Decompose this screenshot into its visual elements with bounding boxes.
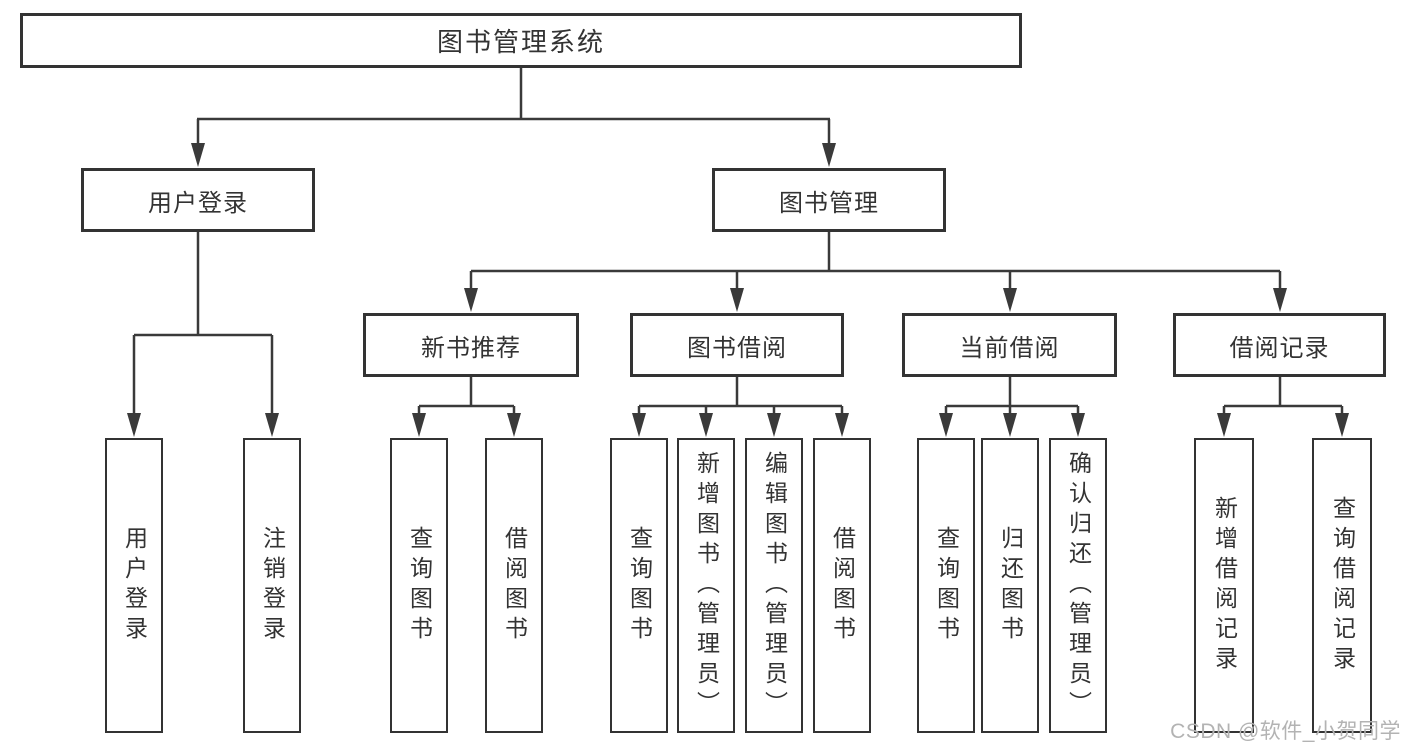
- node-label: 查询图书: [406, 525, 433, 646]
- node-root-library-system: 图书管理系统: [20, 13, 1022, 68]
- node-book-management: 图书管理: [712, 168, 946, 232]
- node-label: 新书推荐: [421, 334, 521, 362]
- node-new-book-recommend: 新书推荐: [363, 313, 579, 377]
- node-label: 图书借阅: [687, 334, 787, 362]
- node-label: 注销登录: [259, 525, 286, 646]
- arrowheads: [127, 143, 1349, 437]
- leaf-logout: 注销登录: [243, 438, 301, 733]
- leaf-return-books: 归还图书: [981, 438, 1039, 733]
- node-borrowing-records: 借阅记录: [1173, 313, 1386, 377]
- leaf-query-books-recommend: 查询图书: [390, 438, 448, 733]
- leaf-add-borrow-record: 新增借阅记录: [1194, 438, 1254, 733]
- node-label: 借阅图书: [501, 525, 528, 646]
- leaf-query-borrow-record: 查询借阅记录: [1312, 438, 1372, 733]
- leaf-borrow-books: 借阅图书: [813, 438, 871, 733]
- node-label: 借阅记录: [1229, 334, 1330, 362]
- leaf-query-books-current: 查询图书: [917, 438, 975, 733]
- node-label: 新增图书（管理员）: [693, 450, 720, 721]
- node-label: 新增借阅记录: [1211, 495, 1238, 676]
- node-label: 用户登录: [148, 189, 248, 217]
- node-label: 查询图书: [626, 525, 653, 646]
- node-label: 查询借阅记录: [1329, 495, 1356, 676]
- node-book-borrowing: 图书借阅: [630, 313, 844, 377]
- leaf-add-books-admin: 新增图书（管理员）: [677, 438, 735, 733]
- leaf-edit-books-admin: 编辑图书（管理员）: [745, 438, 803, 733]
- node-label: 借阅图书: [829, 525, 856, 646]
- leaf-user-login: 用户登录: [105, 438, 163, 733]
- csdn-watermark: CSDN @软件_小贺同学: [1170, 720, 1401, 743]
- node-label: 图书管理系统: [436, 27, 605, 57]
- node-label: 图书管理: [779, 189, 879, 217]
- node-user-login: 用户登录: [81, 168, 315, 232]
- node-label: 查询图书: [933, 525, 960, 646]
- node-label: 用户登录: [121, 525, 148, 646]
- node-current-borrowing: 当前借阅: [902, 313, 1117, 377]
- node-label: 当前借阅: [959, 334, 1060, 362]
- leaf-confirm-return-admin: 确认归还（管理员）: [1049, 438, 1107, 733]
- node-label: 确认归还（管理员）: [1065, 450, 1092, 721]
- node-label: 归还图书: [997, 525, 1024, 646]
- leaf-borrow-books-recommend: 借阅图书: [485, 438, 543, 733]
- leaf-query-books-borrowing: 查询图书: [610, 438, 668, 733]
- node-label: 编辑图书（管理员）: [761, 450, 788, 721]
